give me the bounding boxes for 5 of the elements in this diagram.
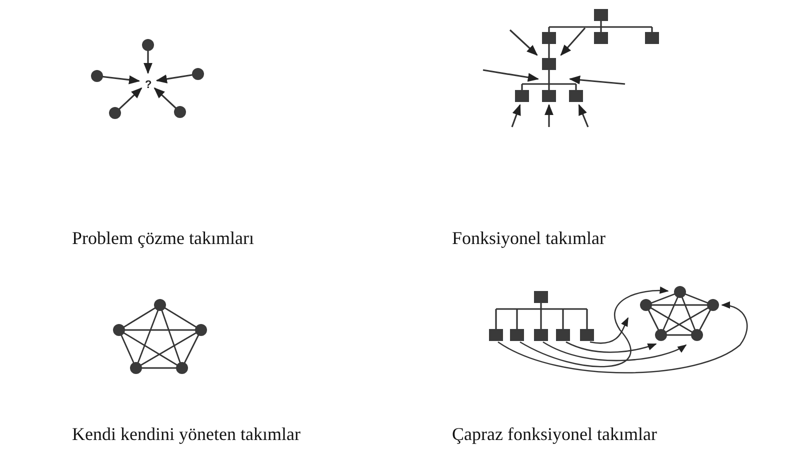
team-type-label: Çapraz fonksiyonel takımlar [452, 425, 657, 445]
team-type-label: Problem çözme takımları [72, 229, 254, 249]
team-type-label: Fonksiyonel takımlar [452, 229, 606, 249]
team-type-label: Kendi kendini yöneten takımlar [72, 425, 300, 445]
question-mark: ? [145, 80, 152, 91]
